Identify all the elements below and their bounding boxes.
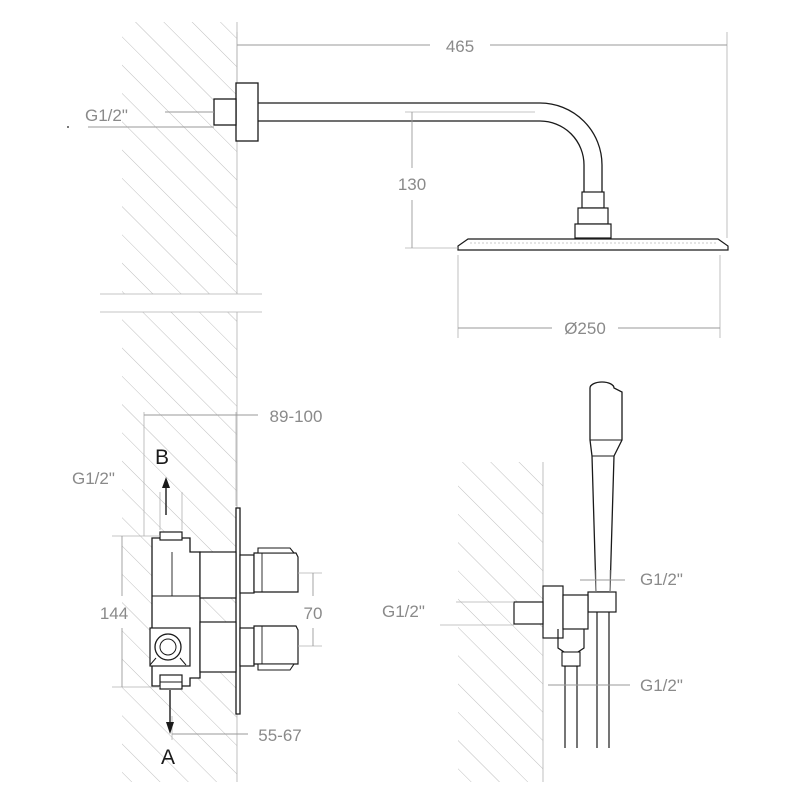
label-depth: 89-100 [270,407,323,426]
label-head-diameter: Ø250 [564,319,606,338]
mixer-handle-bottom [199,621,299,673]
mixer-valve-body [149,531,201,690]
dimension-outlet-b-thread: G1/2" [72,469,183,530]
label-hose-thread: G1/2" [640,676,683,695]
shower-arm [213,82,612,239]
mixer-handle-top [199,547,299,599]
label-body-height: 144 [100,604,128,623]
shower-head [457,238,729,251]
label-drop-height: 130 [398,175,426,194]
wall-section-upper [100,22,262,295]
label-outlet-b: B [155,446,169,469]
label-outlet-a: A [161,746,175,769]
dimension-wall-thread: G1/2" [382,601,514,626]
label-wall-thread: G1/2" [382,602,425,621]
dimension-head-diameter: Ø250 [457,255,721,338]
dimension-handle-spacing: 70 [298,572,323,647]
hand-shower [513,381,623,748]
dimension-body-height: 144 [100,535,160,688]
label-holder-thread: G1/2" [640,570,683,589]
label-outlet-b-thread: G1/2" [72,469,115,488]
outlet-a-indicator: A [161,690,175,769]
dimension-holder-thread: G1/2" [580,570,683,592]
dimension-arm-length: 465 [236,32,728,238]
label-plate: 55-67 [258,726,301,745]
dimension-depth: 89-100 [143,407,323,536]
dimension-plate: 55-67 [171,716,302,745]
mixer-cover-plate [235,507,241,715]
dimension-drop-height: 130 [398,111,535,249]
label-handle-spacing: 70 [304,604,323,623]
outlet-b-indicator: B [155,446,170,515]
dimension-top-thread: G1/2" [67,106,214,128]
dimension-hose-thread: G1/2" [548,676,683,695]
label-top-thread: G1/2" [85,106,128,125]
label-arm-length: 465 [446,37,474,56]
